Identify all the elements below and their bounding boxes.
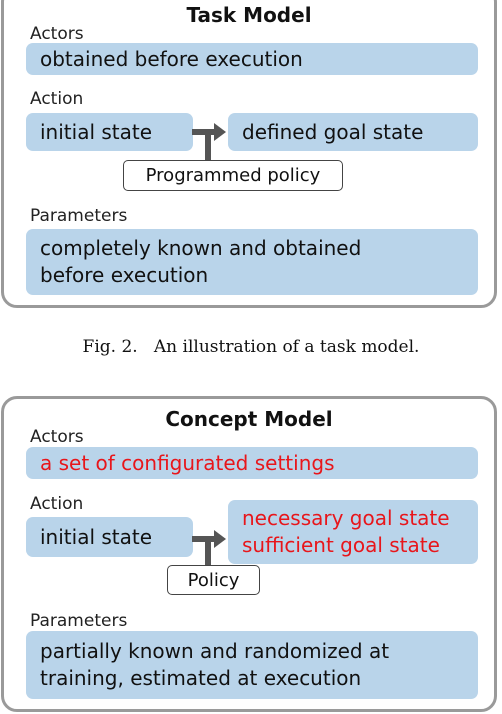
task-model-title: Task Model [186,3,312,27]
concept-initial-state-box: initial state [26,517,193,557]
task-policy-arrow-icon [192,123,226,161]
task-initial-state: initial state [40,120,153,144]
concept-policy-label: Policy [187,569,240,591]
concept-actors-box: a set of configurated settings [26,447,478,479]
task-parameters-line2: before execution [40,263,209,287]
task-parameters-label: Parameters [30,206,128,226]
concept-parameters-box: partially known and randomized at traini… [26,631,478,699]
concept-model-title: Concept Model [165,407,333,431]
concept-policy-box: Policy [167,565,260,595]
concept-goal-state-box: necessary goal state sufficient goal sta… [228,500,478,564]
concept-parameters-line2: training, estimated at execution [40,666,362,690]
concept-goal-state-line1: necessary goal state [242,506,450,530]
concept-policy-arrow-icon [192,530,226,568]
concept-actors-label: Actors [30,427,84,447]
task-actors-label: Actors [30,24,84,44]
figure-caption: Fig. 2. An illustration of a task model. [82,337,420,357]
task-actors-box: obtained before execution [26,43,478,75]
task-actors-value: obtained before execution [40,47,303,71]
task-goal-state: defined goal state [242,120,424,144]
task-policy-label: Programmed policy [145,165,321,186]
concept-actors-value: a set of configurated settings [40,451,335,475]
concept-action-label: Action [30,494,84,514]
concept-parameters-label: Parameters [30,611,128,631]
concept-initial-state: initial state [40,525,153,549]
task-goal-state-box: defined goal state [228,113,478,151]
concept-goal-state-line2: sufficient goal state [242,533,440,557]
task-initial-state-box: initial state [26,113,193,151]
concept-model-panel: Concept Model Actors a set of configurat… [1,396,497,712]
task-model-panel: Task Model Actors obtained before execut… [1,0,497,308]
task-action-label: Action [30,89,84,109]
task-parameters-line1: completely known and obtained [40,236,362,260]
concept-parameters-line1: partially known and randomized at [40,639,390,663]
task-parameters-box: completely known and obtained before exe… [26,229,478,295]
task-policy-box: Programmed policy [123,160,343,191]
